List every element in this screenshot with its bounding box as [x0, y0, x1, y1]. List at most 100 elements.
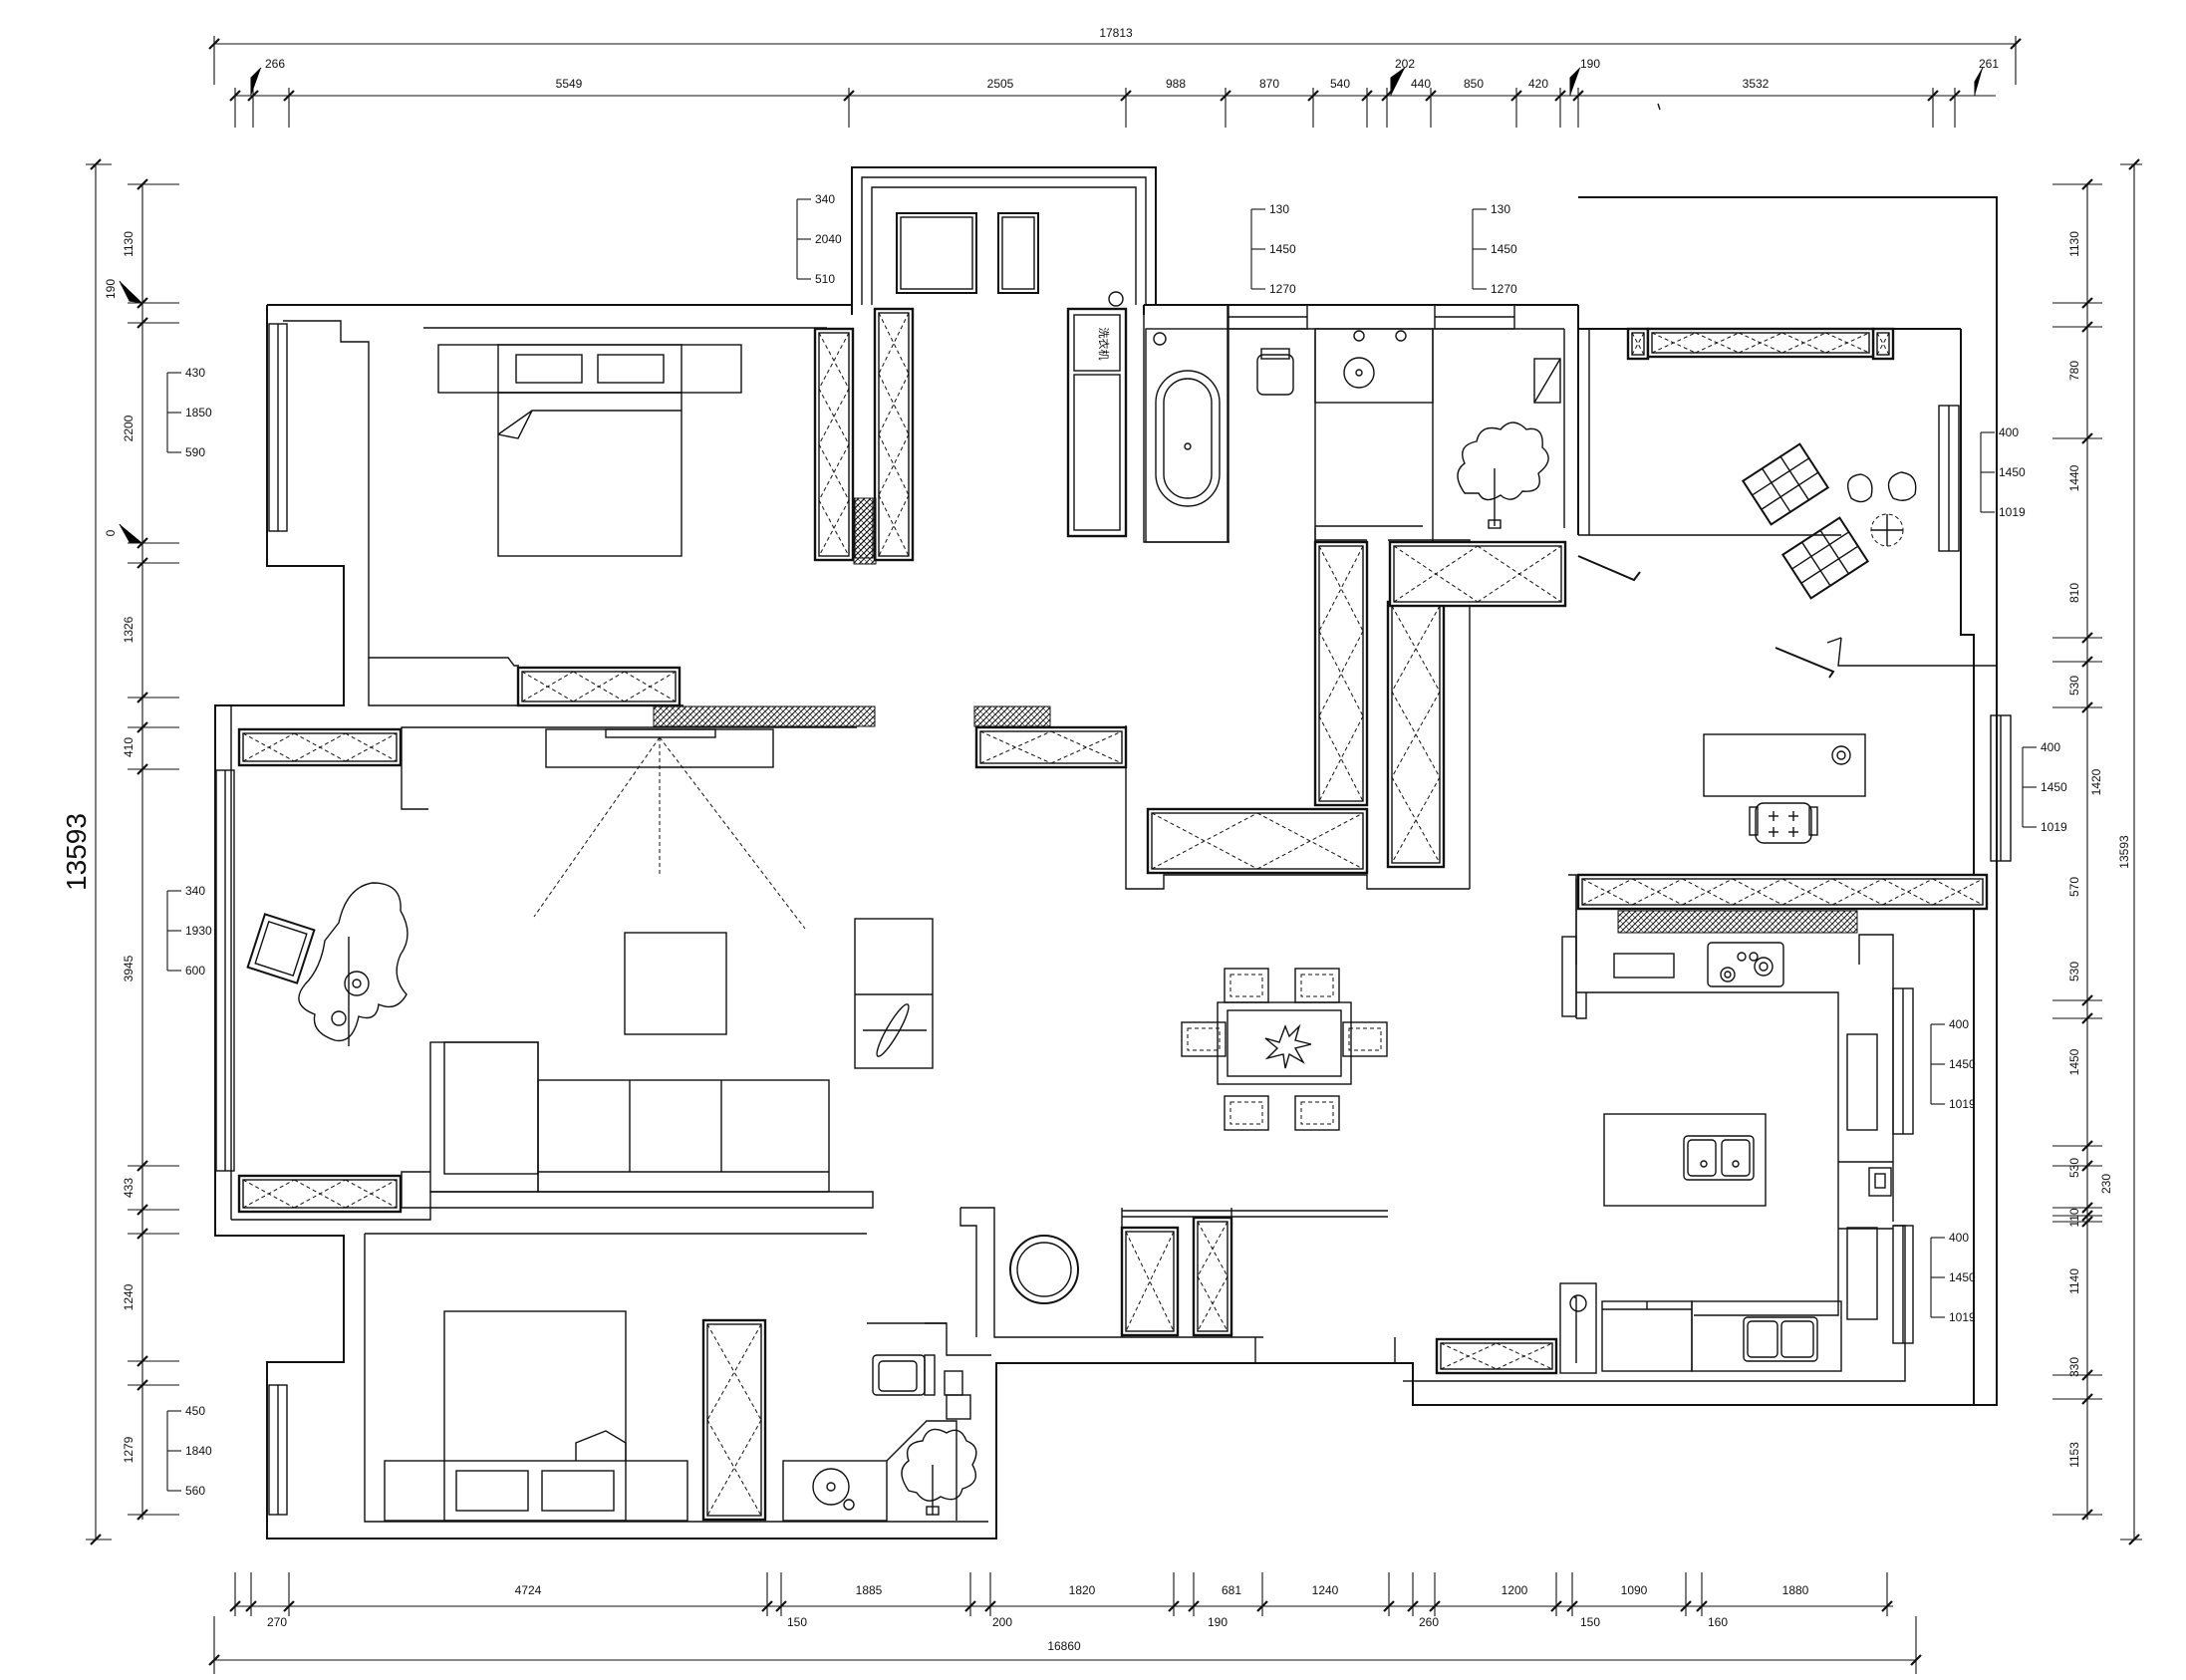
- kitchen: [1559, 936, 1892, 1374]
- cabinet-16: [1192, 1216, 1233, 1337]
- bottom-total-dim: 16860: [1047, 1639, 1081, 1653]
- right-dim-5: 1420: [2089, 768, 2103, 795]
- right-dim-2: 1440: [2067, 464, 2081, 491]
- top-dim-3: 988: [1166, 77, 1186, 91]
- window-sub-dimensions: 4301850590340193060045018405603402040510…: [166, 192, 2067, 1498]
- cabinet-14: [701, 1318, 767, 1522]
- bottom-dim-0: 270: [267, 1615, 287, 1629]
- window-dim-top_bath_b-1: 1450: [1491, 242, 1517, 256]
- right-dim-8: 1450: [2067, 1048, 2081, 1075]
- bottom-dim-1: 4724: [515, 1583, 542, 1597]
- window-dim-top_balcony-0: 340: [815, 192, 835, 206]
- shower-upper: [1457, 358, 1561, 529]
- window-dim-left_lower-1: 1840: [185, 1444, 212, 1458]
- doors: [1577, 555, 1842, 679]
- window-dim-right_b-0: 400: [2041, 740, 2060, 754]
- left-dim-9: 1279: [122, 1436, 136, 1463]
- bottom-dim-12: 1090: [1621, 1583, 1648, 1597]
- window-dim-left_lower-2: 560: [185, 1484, 205, 1498]
- bottom-dim-7: 681: [1222, 1583, 1241, 1597]
- window-dim-top_bath_a-0: 130: [1269, 202, 1289, 216]
- bath-lower: [782, 1354, 977, 1522]
- dining-chair-5: [1342, 1021, 1388, 1057]
- dining-chair-3: [1294, 1095, 1340, 1131]
- window-dim-top_bath_a-1: 1450: [1269, 242, 1296, 256]
- top-dim-6: 202: [1395, 57, 1415, 71]
- top-dim-2: 2505: [987, 77, 1014, 91]
- window-dim-right_b-1: 1450: [2041, 780, 2067, 794]
- cabinet-9: [1146, 807, 1369, 875]
- window-dim-right_d-2: 1019: [1949, 1310, 1976, 1324]
- right-dim-9: 530: [2067, 1158, 2081, 1178]
- right-dim-3: 810: [2067, 583, 2081, 603]
- window-dim-top_bath_b-2: 1270: [1491, 282, 1517, 296]
- hatched-walls: [653, 497, 1858, 934]
- dining-chair-0: [1224, 968, 1269, 1003]
- cabinet-10: [1576, 873, 1989, 911]
- bottom-dim-14: 1880: [1782, 1583, 1809, 1597]
- right-dim-11: 110: [2067, 1208, 2081, 1227]
- bathtub: [1145, 328, 1229, 543]
- bottom-dim-11: 150: [1580, 1615, 1600, 1629]
- living-armchair: [246, 882, 409, 1046]
- cabinet-8: [1388, 540, 1567, 608]
- window-dim-right_a-2: 1019: [1999, 505, 2026, 519]
- sofa: [429, 1041, 830, 1193]
- left-dim-6: 3945: [122, 955, 136, 981]
- window-dim-right_c-1: 1450: [1949, 1057, 1976, 1071]
- window-dim-left_mid-0: 340: [185, 884, 205, 898]
- living-tv-area: [533, 728, 806, 930]
- top-dim-11: 3532: [1743, 77, 1770, 91]
- right-dim-13: 330: [2067, 1357, 2081, 1377]
- study-chairs: [1741, 442, 1917, 600]
- cabinet-6: [1313, 540, 1369, 807]
- top-dim-1: 5549: [556, 77, 583, 91]
- bottom-dim-9: 260: [1419, 1615, 1439, 1629]
- right-dimensions: 13593 1130780144081053014205705301450530…: [2052, 158, 2142, 1545]
- top-dim-9: 420: [1528, 77, 1548, 91]
- window-dim-top_balcony-1: 2040: [815, 232, 842, 246]
- bottom-dim-13: 160: [1708, 1615, 1728, 1629]
- study-desk: [1703, 733, 1866, 844]
- bottom-dim-10: 1200: [1502, 1583, 1528, 1597]
- interior-walls: [230, 305, 1997, 1523]
- left-dim-3: 0: [104, 529, 118, 536]
- cabinet-2: [516, 666, 682, 707]
- left-dim-7: 433: [122, 1178, 136, 1198]
- right-dim-10: 230: [2099, 1174, 2113, 1194]
- window-dim-left_upper-2: 590: [185, 445, 205, 459]
- bottom-dim-5: 1820: [1069, 1583, 1096, 1597]
- coffee-table: [624, 932, 727, 1035]
- cabinet-13: [1646, 327, 1875, 359]
- windows: [215, 304, 2012, 1516]
- cabinet-3: [237, 727, 403, 767]
- right-dim-14: 1153: [2067, 1442, 2081, 1468]
- master-bed: [437, 344, 742, 557]
- window-dim-top_bath_a-2: 1270: [1269, 282, 1296, 296]
- window-dim-left_lower-0: 450: [185, 1404, 205, 1418]
- exterior-walls: [214, 166, 1998, 1540]
- side-table: [854, 918, 934, 1069]
- cabinet-17: [1435, 1337, 1558, 1375]
- window-dim-right_a-0: 400: [1999, 425, 2019, 439]
- cabinet-15: [1120, 1226, 1180, 1337]
- left-dim-2: 2200: [122, 415, 136, 441]
- laundry-column: 洗衣机: [1066, 291, 1128, 538]
- balcony-furniture: [896, 212, 1039, 294]
- bottom-dim-4: 200: [992, 1615, 1012, 1629]
- right-dim-12: 1140: [2067, 1268, 2081, 1294]
- cabinet-11: [1626, 327, 1650, 361]
- window-dim-left_mid-1: 1930: [185, 924, 212, 938]
- cabinet-1: [873, 307, 915, 562]
- top-dim-10: 190: [1580, 57, 1600, 71]
- window-dim-right_a-1: 1450: [1999, 465, 2026, 479]
- window-dim-top_bath_b-0: 130: [1491, 202, 1510, 216]
- cabinet-7: [1386, 600, 1446, 869]
- sink-upper: [1314, 328, 1434, 404]
- window-dim-right_d-1: 1450: [1949, 1270, 1976, 1284]
- cabinet-4: [237, 1174, 403, 1214]
- top-dim-4: 870: [1259, 77, 1279, 91]
